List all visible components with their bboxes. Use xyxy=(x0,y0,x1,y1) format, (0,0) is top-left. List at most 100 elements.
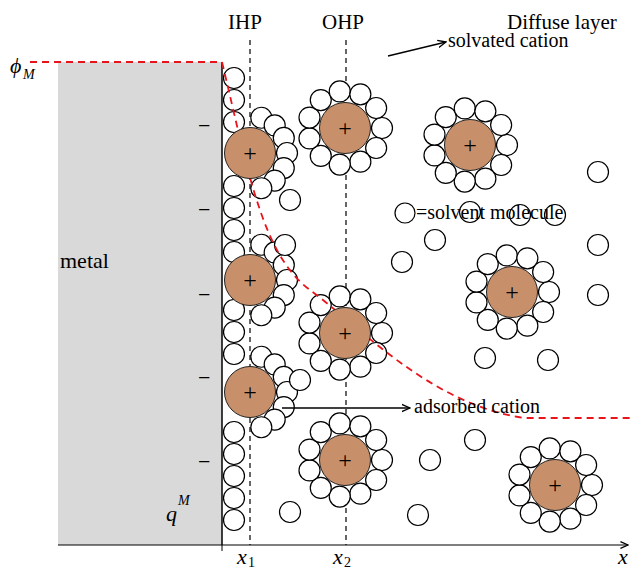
solvent-molecule xyxy=(465,430,486,451)
solvent-molecule xyxy=(224,422,245,443)
symbol: q xyxy=(166,503,177,525)
cation: + xyxy=(444,119,496,171)
plane-label: OHP xyxy=(322,12,364,33)
solvent-molecule xyxy=(329,154,350,175)
solvent-molecule xyxy=(372,323,393,344)
charge-sign: + xyxy=(338,448,352,472)
potential-curve xyxy=(30,62,632,418)
charge-sign: + xyxy=(338,116,352,140)
cation: + xyxy=(224,254,276,306)
charge-sign: − xyxy=(198,284,210,306)
solvent-molecule xyxy=(372,450,393,471)
solvent-molecule xyxy=(517,315,538,336)
leader-line xyxy=(282,407,410,408)
solvent-molecule xyxy=(251,417,272,438)
solvent-molecule xyxy=(329,286,350,307)
legend-solvent-sample xyxy=(395,203,415,223)
solvent-molecule xyxy=(497,135,518,156)
solvent-molecule xyxy=(290,370,311,391)
solvent-molecule xyxy=(366,97,387,118)
solvent-molecule xyxy=(588,285,609,306)
solvent-molecule xyxy=(224,220,245,241)
solvent-molecule xyxy=(538,350,559,371)
solvent-molecule xyxy=(224,510,245,531)
solvent-molecule xyxy=(408,505,429,526)
solvent-molecule xyxy=(251,178,272,199)
subscript: 1 xyxy=(248,556,255,569)
plane-label: IHP xyxy=(228,12,262,33)
charge-sign: − xyxy=(198,451,210,473)
solvent-molecule xyxy=(329,359,350,380)
axis-tick-label: x xyxy=(237,546,247,568)
solvent-molecule xyxy=(420,450,441,471)
solvent-molecule xyxy=(560,508,581,529)
solvent-molecule xyxy=(280,502,301,523)
solvent-molecule xyxy=(224,344,245,365)
solvent-molecule xyxy=(224,466,245,487)
solvent-molecule xyxy=(299,333,320,354)
solvent-molecule xyxy=(224,198,245,219)
metal-region xyxy=(58,62,222,545)
cation: + xyxy=(529,459,581,511)
solvent-molecule xyxy=(350,483,371,504)
solvent-molecule xyxy=(280,190,301,211)
solvent-molecule xyxy=(466,292,487,313)
charge-sign: − xyxy=(198,367,210,389)
solvent-molecule xyxy=(299,128,320,149)
solvent-molecule xyxy=(392,252,413,273)
charge-sign: − xyxy=(198,199,210,221)
subscript: 2 xyxy=(344,556,351,569)
solvent-molecule xyxy=(588,235,609,256)
solvent-molecule xyxy=(539,438,560,459)
charge-sign: + xyxy=(338,321,352,345)
region-label: metal xyxy=(60,250,109,272)
axis-tick-label: x xyxy=(333,546,343,568)
symbol: ϕ xyxy=(10,55,21,77)
solvent-molecule xyxy=(424,145,445,166)
solvent-molecule xyxy=(366,302,387,323)
solvent-molecule xyxy=(539,511,560,532)
solvent-molecule xyxy=(329,81,350,102)
charge-sign: + xyxy=(243,268,257,292)
solvent-molecule xyxy=(496,318,517,339)
solvent-molecule xyxy=(509,485,530,506)
cation: + xyxy=(319,102,371,154)
cation: + xyxy=(319,307,371,359)
charge-sign: + xyxy=(243,380,257,404)
solvent-molecule xyxy=(329,486,350,507)
solvent-molecule xyxy=(582,475,603,496)
solvent-molecule xyxy=(491,114,512,135)
cation: + xyxy=(224,127,276,179)
solvent-molecule xyxy=(576,454,597,475)
solvent-molecule xyxy=(454,98,475,119)
charge-sign: + xyxy=(463,133,477,157)
solvent-molecules xyxy=(224,68,609,533)
solvent-molecule xyxy=(425,230,446,251)
solvent-molecule xyxy=(224,322,245,343)
solvent-molecule xyxy=(299,460,320,481)
solvent-molecule xyxy=(350,151,371,172)
charge-sign: + xyxy=(548,473,562,497)
solvent-molecule xyxy=(224,90,245,111)
charge-sign: + xyxy=(505,280,519,304)
cation: + xyxy=(319,434,371,486)
callout-label: adsorbed cation xyxy=(414,396,540,416)
legend-text: =solvent molecule xyxy=(416,202,563,222)
solvent-molecule xyxy=(350,356,371,377)
solvent-molecule xyxy=(224,176,245,197)
solvent-molecule xyxy=(329,413,350,434)
solvent-molecule xyxy=(588,162,609,183)
solvent-molecule xyxy=(539,282,560,303)
leader-line xyxy=(388,42,446,56)
solvent-molecule xyxy=(533,261,554,282)
superscript: M xyxy=(178,494,190,508)
solvent-molecule xyxy=(372,118,393,139)
solvent-molecule xyxy=(224,444,245,465)
solvent-molecule xyxy=(224,488,245,509)
cation: + xyxy=(486,266,538,318)
subscript: M xyxy=(23,68,35,82)
x-axis xyxy=(58,544,628,545)
solvent-molecule xyxy=(366,429,387,450)
metal-electrode: metal xyxy=(58,62,222,545)
solvent-molecule xyxy=(475,348,496,369)
